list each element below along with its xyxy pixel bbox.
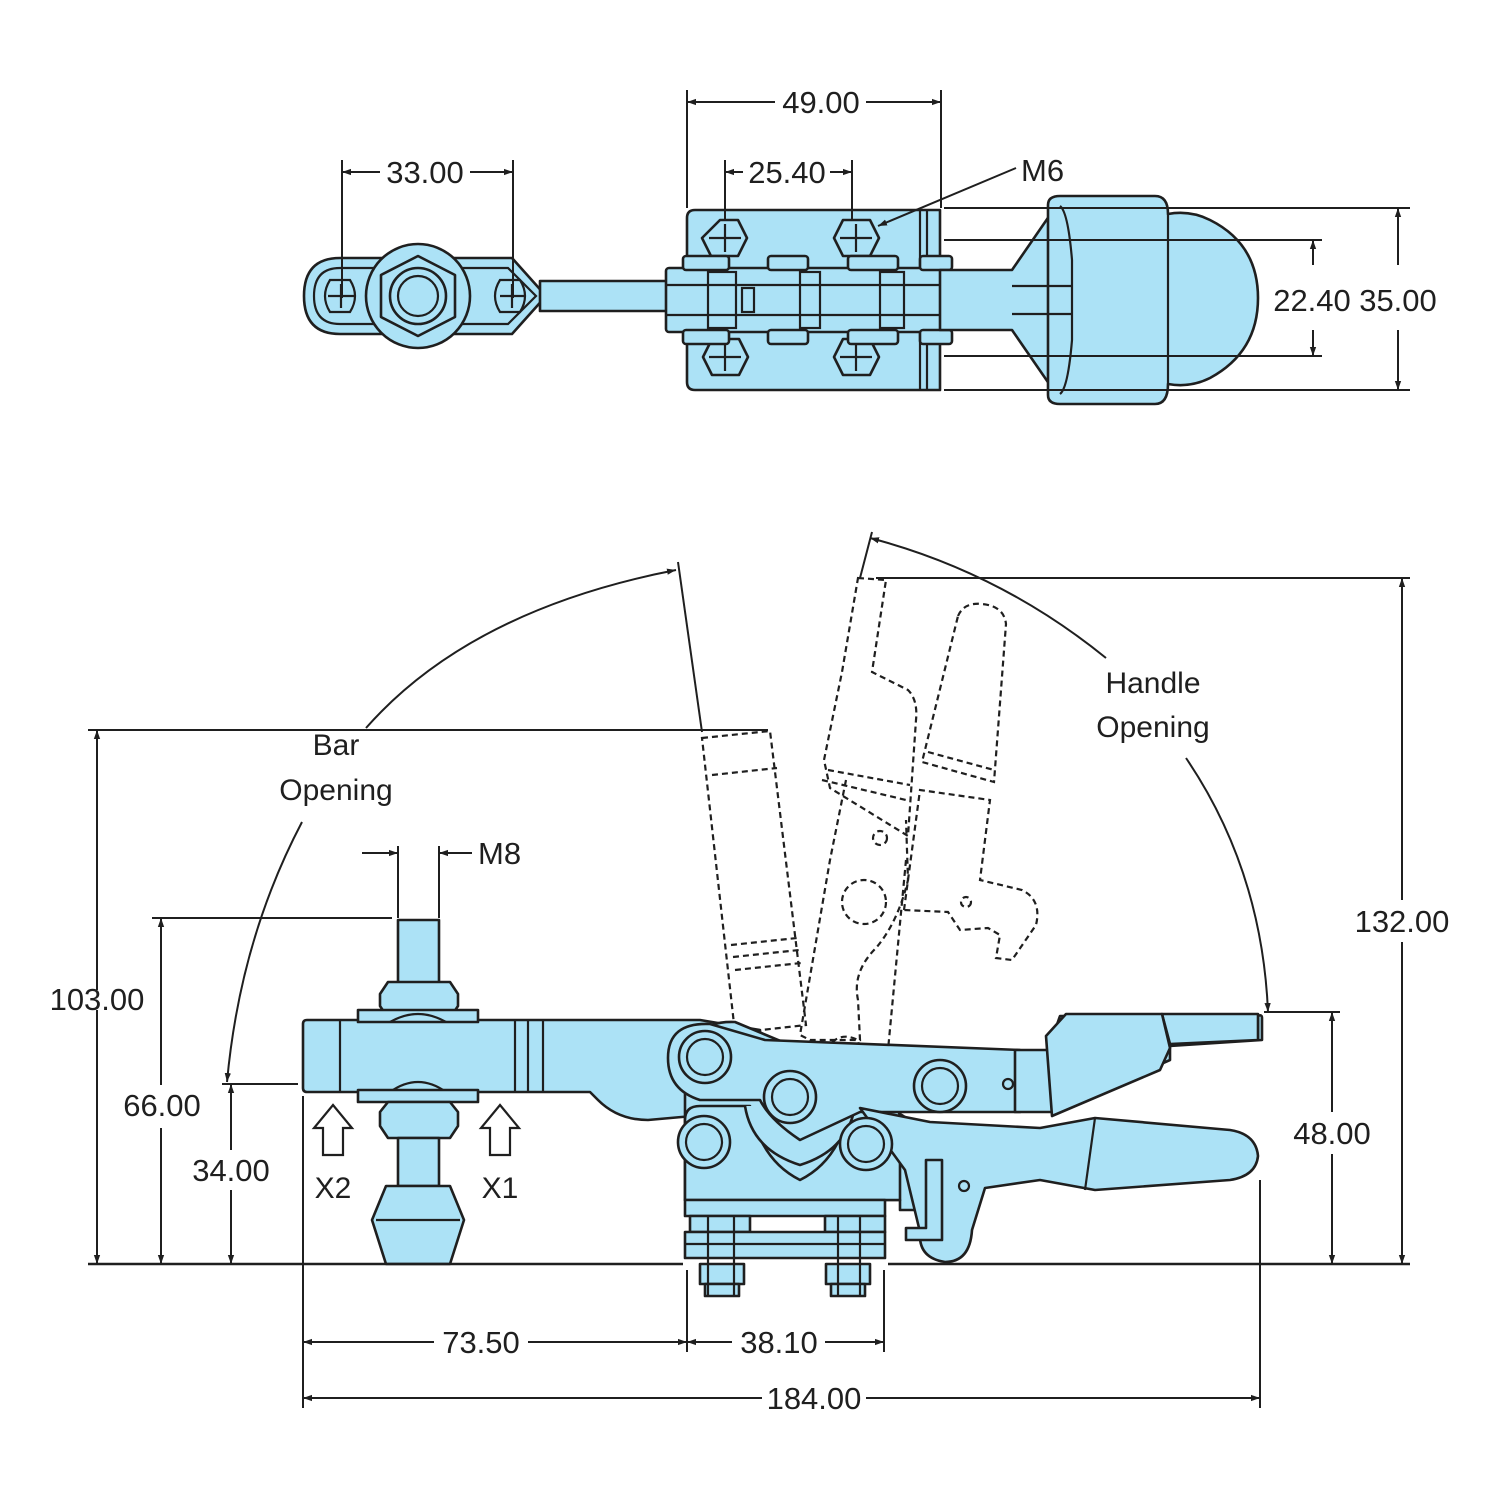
- top-mount-hole-1: [700, 218, 749, 258]
- top-handle-neck: [938, 210, 1054, 390]
- x2-arrow-icon: [311, 1103, 355, 1157]
- top-slot-right: [493, 278, 527, 314]
- dim-bar-bottom: 34.00: [192, 1153, 270, 1188]
- clamp-handle-lever: [858, 1106, 1260, 1264]
- top-slot-left: [323, 278, 357, 314]
- dim-hole-spacing: 25.40: [748, 155, 826, 190]
- side-view: X2 X1 Bar Opening Handle Opening M8 103.…: [50, 531, 1450, 1416]
- x1-arrow-icon: [478, 1103, 522, 1157]
- label-handle-opening-2: Opening: [1096, 711, 1209, 744]
- label-x2: X2: [315, 1172, 352, 1205]
- spindle-top: [396, 918, 441, 987]
- dim-total-length: 184.00: [767, 1381, 862, 1416]
- dim-handle-inner: 22.40: [1273, 283, 1351, 318]
- dim-handle-outer: 35.00: [1359, 283, 1437, 318]
- top-handle-grip: [1046, 194, 1260, 406]
- dim-total-height: 132.00: [1355, 904, 1450, 939]
- dim-handle-height: 48.00: [1293, 1116, 1371, 1151]
- clamp-bar: [301, 1018, 762, 1122]
- spindle-nut-bottom: [378, 1100, 460, 1140]
- dim-bar-slot: 33.00: [386, 155, 464, 190]
- label-bar-opening-1: Bar: [313, 729, 360, 762]
- dim-base-width: 49.00: [782, 85, 860, 120]
- dim-bar-height: 103.00: [50, 982, 145, 1017]
- clamp-latch: [904, 1158, 944, 1242]
- label-handle-opening-1: Handle: [1105, 667, 1200, 700]
- top-view: 33.00 49.00 25.40 M6 22.40 35.00: [302, 85, 1437, 406]
- spindle-shaft: [396, 1136, 441, 1188]
- label-bar-opening-2: Opening: [279, 774, 392, 807]
- label-screw-m6: M6: [1021, 153, 1064, 188]
- label-x1: X1: [482, 1172, 519, 1205]
- top-mount-hole-3: [701, 337, 750, 377]
- dim-base-hole-spacing: 38.10: [740, 1325, 818, 1360]
- label-spindle-thread: M8: [478, 836, 521, 871]
- clamp-base-plate: [683, 1198, 887, 1218]
- dim-spindle-top: 66.00: [123, 1088, 201, 1123]
- ghost-open-bar: [700, 729, 808, 1035]
- spindle-tip: [370, 1184, 466, 1266]
- top-mount-hole-2: [832, 218, 881, 258]
- ghost-open-handle: [798, 576, 1039, 1056]
- dim-spindle-to-base: 73.50: [442, 1325, 520, 1360]
